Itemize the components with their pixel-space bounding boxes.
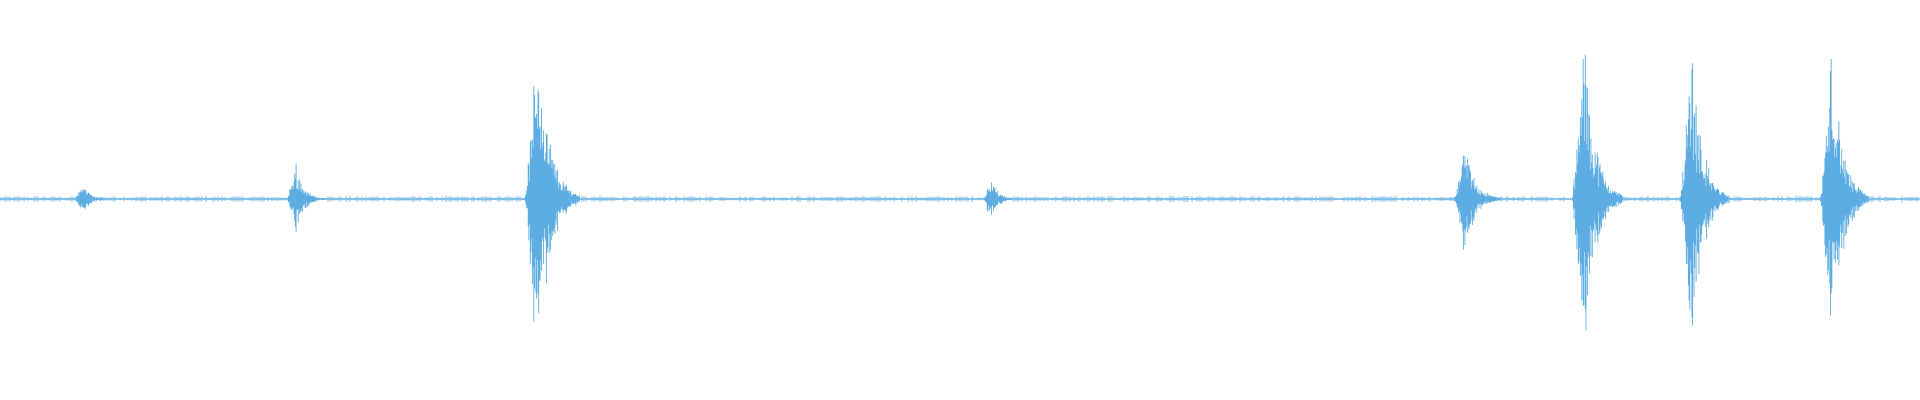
waveform-burst-6 bbox=[1572, 54, 1623, 331]
waveform-burst-2 bbox=[287, 163, 324, 232]
waveform-burst-5 bbox=[1453, 155, 1502, 250]
waveform-signal bbox=[0, 54, 1919, 331]
waveform-burst-1 bbox=[74, 189, 109, 209]
waveform-burst-4 bbox=[983, 182, 1015, 215]
waveform-burst-3 bbox=[524, 86, 580, 322]
waveform-burst-8 bbox=[1820, 59, 1869, 316]
waveform-burst-7 bbox=[1680, 63, 1729, 326]
